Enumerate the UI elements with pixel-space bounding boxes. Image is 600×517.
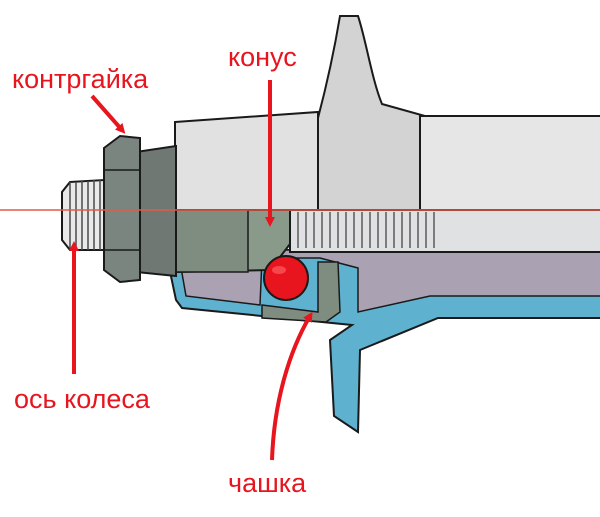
label-locknut: контргайка <box>12 64 149 94</box>
bearing-cup <box>261 261 341 323</box>
arrow-cup <box>270 311 313 461</box>
axle-end-threads <box>69 180 101 250</box>
bearing-ball-highlight <box>272 266 286 274</box>
hub-flange-upper <box>317 15 426 211</box>
locknut <box>103 134 177 284</box>
bearing-ball <box>263 255 309 301</box>
locknut-washer <box>135 144 177 278</box>
label-cone: конус <box>228 42 297 72</box>
label-cup: чашка <box>228 468 307 498</box>
hub-barrel-upper <box>419 115 600 213</box>
axle-threaded-end <box>61 178 105 251</box>
hub-section <box>167 249 600 434</box>
axle-threads <box>297 212 435 248</box>
cone-flat <box>175 209 249 273</box>
pointer-arrows <box>69 80 313 461</box>
arrow-locknut <box>90 94 126 134</box>
hub-body-upper <box>174 110 319 211</box>
axle-shaft <box>289 209 600 253</box>
locknut-hex <box>103 134 141 284</box>
label-axle: ось колеса <box>14 384 151 414</box>
hub-shell <box>174 15 600 213</box>
